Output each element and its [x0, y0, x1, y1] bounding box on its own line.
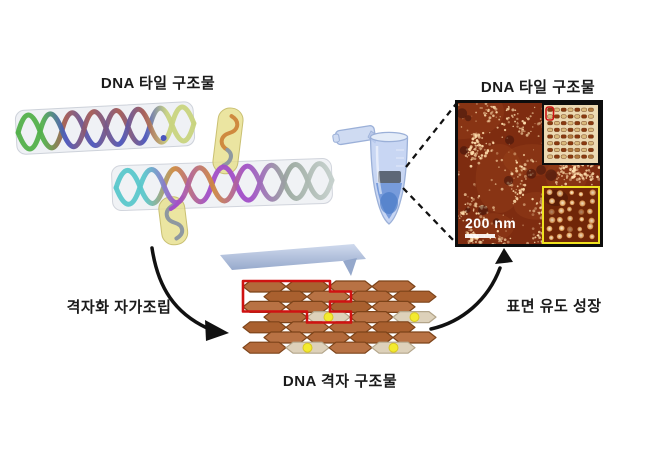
lattice-highlight-outline: [241, 279, 353, 324]
dna-cylinder-top: [212, 107, 244, 175]
label-process-left: 격자화 자가조립: [66, 299, 172, 316]
label-dna-lattice: DNA 격자 구조물: [282, 373, 398, 390]
label-dna-tile-right: DNA 타일 구조물: [480, 79, 596, 96]
arrow-lattice-self-assembly: [150, 246, 229, 341]
label-dna-tile-left: DNA 타일 구조물: [100, 75, 216, 92]
afm-inset-zoom: [542, 186, 600, 244]
scale-bar-line: [465, 234, 495, 238]
label-process-right: 표면 유도 성장: [506, 298, 602, 315]
afm-cantilever: [220, 244, 366, 276]
scale-bar: 200 nm: [465, 215, 516, 238]
dna-lattice-illustration: [241, 279, 437, 354]
eppendorf-tube: [332, 125, 409, 225]
inset-highlight-outline: [545, 106, 555, 121]
afm-inset-schematic: [542, 103, 600, 165]
dna-tile-b-illustration: [111, 107, 335, 246]
arrow-surface-guided-growth: [429, 248, 513, 331]
dna-tile-a-illustration: [14, 101, 197, 155]
scale-bar-label: 200 nm: [465, 215, 517, 231]
magnification-dashed-lines: [402, 103, 457, 244]
dna-cylinder-bottom: [158, 195, 189, 246]
afm-image: 200 nm: [455, 100, 603, 247]
